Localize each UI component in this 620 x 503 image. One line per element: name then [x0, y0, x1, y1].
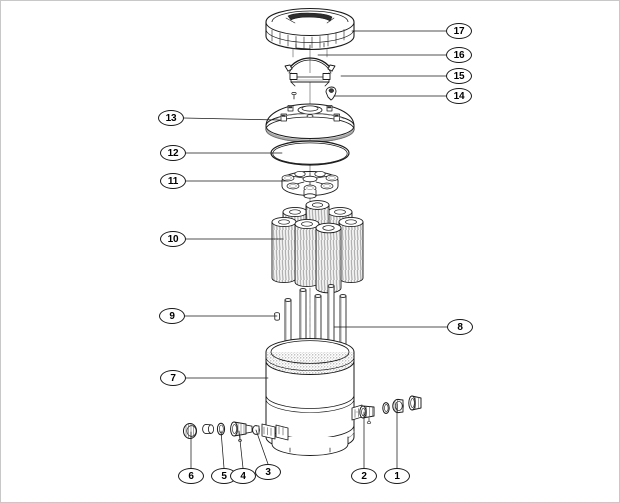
callout-10[interactable]: 10	[160, 231, 186, 247]
filter-cartridge-element	[315, 222, 342, 294]
filter-tank-body	[261, 338, 363, 456]
callout-1[interactable]: 1	[384, 468, 410, 484]
spacer-ring-left	[202, 423, 214, 435]
spring-retainer-clip	[284, 47, 336, 74]
filter-cartridge-cluster	[271, 200, 364, 294]
callout-17[interactable]: 17	[446, 23, 472, 39]
callout-12[interactable]: 12	[160, 145, 186, 161]
union-nut-inlet	[183, 423, 197, 439]
callout-leader-lines	[183, 30, 448, 469]
clamp-handle-bar	[289, 72, 331, 87]
o-ring-seal-outlet	[382, 402, 390, 414]
filter-cartridge-element	[338, 216, 364, 284]
callout-14[interactable]: 14	[446, 88, 472, 104]
inlet-bulkhead-fitting	[230, 421, 261, 437]
callout-6[interactable]: 6	[178, 468, 204, 484]
end-cap-outlet	[408, 395, 422, 411]
callout-2[interactable]: 2	[351, 468, 377, 484]
callout-13[interactable]: 13	[158, 110, 184, 126]
callout-9[interactable]: 9	[159, 308, 185, 324]
lock-knob-nut	[291, 86, 337, 101]
callout-8[interactable]: 8	[447, 319, 473, 335]
tank-lid-dome	[265, 103, 355, 143]
callout-15[interactable]: 15	[446, 68, 472, 84]
callout-11[interactable]: 11	[160, 173, 186, 189]
callout-7[interactable]: 7	[160, 370, 186, 386]
callout-3[interactable]: 3	[255, 464, 281, 480]
manifold-spider	[281, 171, 339, 199]
tank-lid-o-ring	[270, 140, 350, 166]
locking-clamp-ring	[265, 7, 355, 51]
leader-4	[238, 430, 244, 469]
callout-16[interactable]: 16	[446, 47, 472, 63]
callout-4[interactable]: 4	[230, 468, 256, 484]
leader-13	[183, 117, 281, 121]
outlet-bulkhead-fitting	[355, 405, 375, 424]
leader-5	[220, 430, 225, 469]
leader-3	[255, 429, 269, 465]
